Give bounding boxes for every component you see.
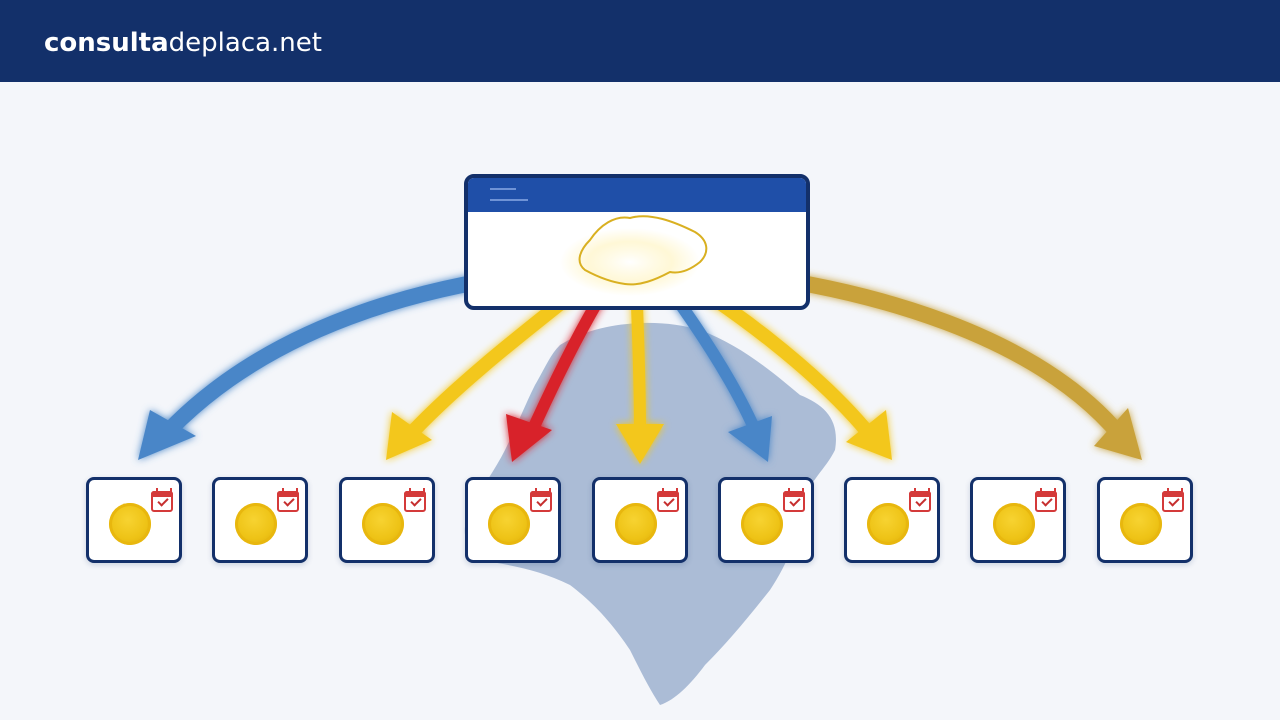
logo-regular-text: deplaca.net [168, 28, 322, 58]
light-burst [560, 228, 700, 296]
site-logo[interactable]: consultadeplaca.net [44, 28, 322, 58]
browser-header-text-lines [490, 188, 528, 210]
arrow-head-9 [1094, 408, 1142, 460]
arrow-head-4 [506, 414, 552, 462]
arrow-head-7 [846, 410, 892, 460]
state-outline-icon [578, 215, 708, 286]
arrow-head-3 [386, 412, 432, 460]
arrow-head-6 [728, 416, 772, 462]
arrow-head-1 [138, 410, 196, 460]
top-bar: consultadeplaca.net [0, 0, 1280, 82]
browser-header-bar [468, 178, 806, 212]
logo-bold-text: consulta [44, 28, 169, 58]
arrow-head-5 [616, 424, 664, 464]
